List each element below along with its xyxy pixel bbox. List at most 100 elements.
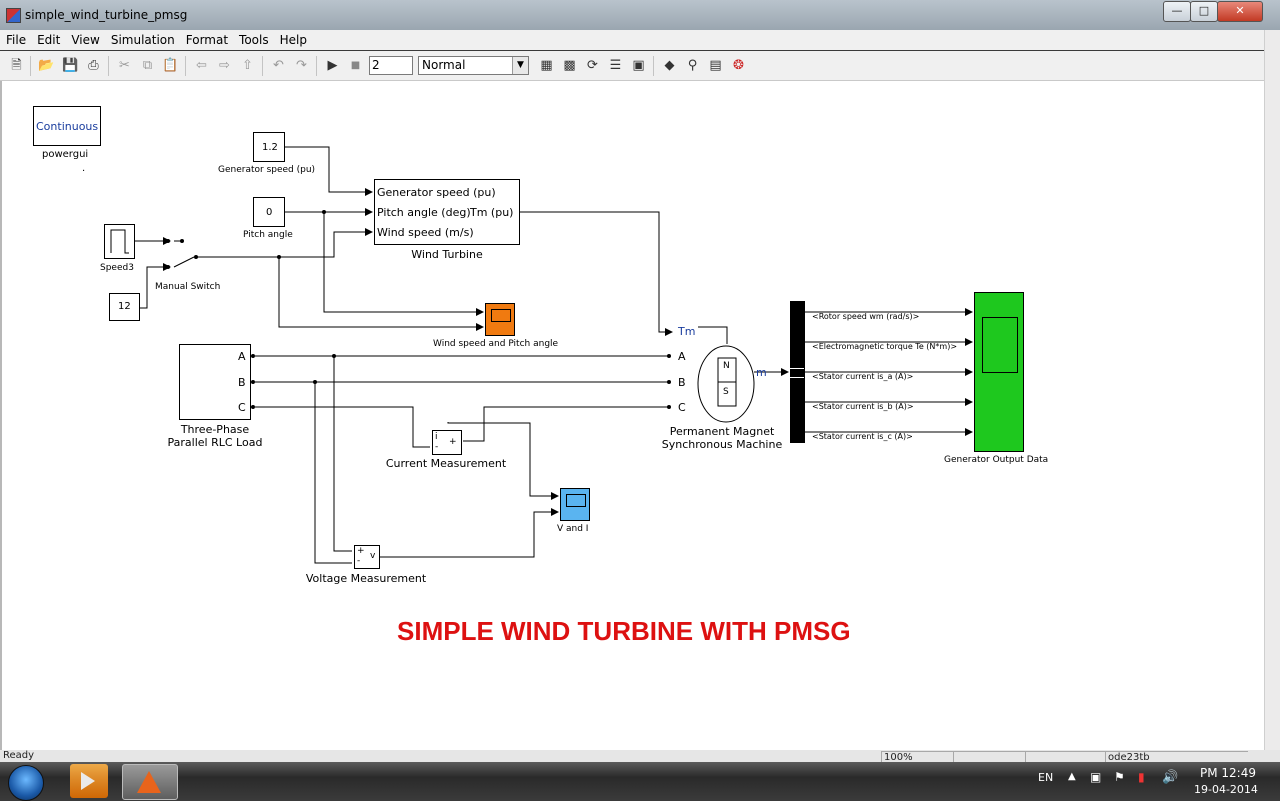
- powergui-label: powergui: [42, 149, 89, 160]
- stop-simulation-icon[interactable]: ■: [350, 60, 361, 71]
- build-icon[interactable]: ▦: [540, 58, 553, 73]
- vertical-scrollbar[interactable]: [1264, 30, 1280, 750]
- model-heading: SIMPLE WIND TURBINE WITH PMSG: [397, 616, 851, 646]
- status-cell-empty-2: [1025, 751, 1106, 762]
- action-center-flag-icon[interactable]: ⚑: [1114, 770, 1125, 784]
- rlc-load-block[interactable]: A B C: [179, 344, 251, 420]
- constant-12-block[interactable]: 12: [109, 293, 140, 321]
- undo-icon[interactable]: ↶: [273, 58, 284, 73]
- wind-turbine-input-pitch: Pitch angle (deg): [377, 206, 471, 219]
- language-indicator[interactable]: EN: [1038, 771, 1054, 784]
- vi-scope-label: V and I: [557, 524, 589, 534]
- redo-icon[interactable]: ↷: [296, 58, 307, 73]
- matlab-taskbar-button[interactable]: [122, 764, 178, 800]
- open-icon[interactable]: 📂: [38, 58, 55, 73]
- solver-name: ode23tb: [1105, 751, 1248, 762]
- pitch-angle-label: Pitch angle: [243, 230, 293, 240]
- current-meas-port-plus: +: [449, 437, 457, 447]
- menu-edit[interactable]: Edit: [37, 33, 61, 47]
- menu-tools[interactable]: Tools: [239, 33, 269, 47]
- paste-icon[interactable]: 📋: [162, 58, 179, 73]
- volume-icon[interactable]: 🔊: [1162, 770, 1179, 785]
- tray-device-icon[interactable]: ▣: [1090, 770, 1102, 784]
- menu-format[interactable]: Format: [185, 33, 229, 47]
- model-canvas[interactable]: Continuous powergui . 1.2 Generator spee…: [0, 81, 1266, 750]
- menu-simulation[interactable]: Simulation: [110, 33, 175, 47]
- status-cell-empty-1: [953, 751, 1026, 762]
- menu-view[interactable]: View: [71, 33, 100, 47]
- vi-scope-block[interactable]: [560, 488, 590, 521]
- new-model-icon[interactable]: 🗎: [11, 58, 22, 73]
- advisor-icon[interactable]: ❂: [733, 58, 744, 73]
- clock-date[interactable]: 19-04-2014: [1194, 783, 1258, 796]
- bus-signal-torque: <Electromagnetic torque Te (N*m)>: [812, 342, 958, 351]
- voltage-measurement-block[interactable]: + - v: [354, 545, 380, 569]
- wind-scope-block[interactable]: [485, 303, 515, 336]
- refresh-icon[interactable]: ⟳: [587, 58, 598, 73]
- close-button[interactable]: ✕: [1217, 1, 1263, 22]
- up-icon[interactable]: ⇧: [242, 58, 253, 73]
- taskbar: [0, 762, 1280, 800]
- update-diagram-icon[interactable]: ▩: [563, 58, 576, 73]
- stop-time-input[interactable]: 2: [369, 56, 413, 75]
- hide-icon[interactable]: ▣: [632, 58, 645, 73]
- windows-start-icon[interactable]: [8, 765, 44, 801]
- voltage-measurement-label: Voltage Measurement: [305, 572, 427, 585]
- debug-icon[interactable]: ⚲: [687, 58, 698, 73]
- current-meas-port-minus: -: [435, 442, 439, 452]
- bus-selector-block[interactable]: [790, 301, 805, 443]
- powergui-dot: .: [82, 163, 86, 174]
- menu-help[interactable]: Help: [279, 33, 307, 47]
- model-explorer-icon[interactable]: ◆: [664, 58, 675, 73]
- pmsg-port-c: C: [678, 401, 686, 414]
- wind-turbine-output-tm: Tm (pu): [470, 206, 514, 219]
- network-icon[interactable]: ▮: [1138, 770, 1145, 784]
- generator-output-label: Generator Output Data: [944, 455, 1049, 465]
- rlc-load-label-1: Three-Phase: [180, 423, 250, 436]
- window-title-bar: simple_wind_turbine_pmsg — □ ✕: [0, 0, 1280, 30]
- current-measurement-label: Current Measurement: [385, 457, 507, 470]
- print-icon[interactable]: ⎙: [88, 58, 99, 73]
- generator-output-scope-block[interactable]: [974, 292, 1024, 452]
- pitch-angle-constant[interactable]: 0: [253, 197, 285, 227]
- back-icon[interactable]: ⇦: [196, 58, 207, 73]
- pmsg-block[interactable]: [698, 346, 754, 422]
- pmsg-pole-n: N: [723, 361, 730, 371]
- properties-icon[interactable]: ▤: [709, 58, 722, 73]
- wind-turbine-block[interactable]: Generator speed (pu) Pitch angle (deg) T…: [374, 179, 520, 245]
- maximize-button[interactable]: □: [1190, 1, 1218, 22]
- forward-icon[interactable]: ⇨: [219, 58, 230, 73]
- cut-icon[interactable]: ✂: [119, 58, 130, 73]
- voltage-meas-port-minus: -: [357, 556, 361, 566]
- speed3-step-block[interactable]: [104, 224, 135, 259]
- current-measurement-block[interactable]: i - +: [432, 430, 462, 455]
- menu-bar: File Edit View Simulation Format Tools Help: [0, 30, 1264, 50]
- generator-speed-value: 1.2: [262, 142, 278, 153]
- rlc-port-c: C: [238, 401, 246, 414]
- simulation-mode-select[interactable]: Normal ▼: [418, 56, 529, 75]
- copy-icon[interactable]: ⧉: [142, 58, 153, 73]
- window-title: simple_wind_turbine_pmsg: [25, 8, 188, 22]
- wind-scope-label: Wind speed and Pitch angle: [433, 339, 559, 349]
- generator-speed-constant[interactable]: 1.2: [253, 132, 285, 162]
- start-simulation-icon[interactable]: ▶: [327, 58, 338, 73]
- minimize-button[interactable]: —: [1163, 1, 1191, 22]
- simulation-mode-value: Normal: [422, 58, 466, 72]
- powergui-mode: Continuous: [36, 120, 99, 133]
- chevron-down-icon[interactable]: ▼: [512, 57, 528, 74]
- library-icon[interactable]: ☰: [609, 58, 622, 73]
- bus-signal-current-a: <Stator current is_a (A)>: [812, 372, 914, 381]
- rlc-port-b: B: [238, 376, 246, 389]
- powergui-block[interactable]: Continuous: [33, 106, 101, 146]
- tray-expand-icon[interactable]: ▲: [1068, 771, 1076, 782]
- bus-selector-input-mark: [790, 368, 804, 378]
- zoom-level: 100%: [881, 751, 954, 762]
- status-text: Ready: [3, 750, 35, 761]
- media-player-taskbar-icon[interactable]: [70, 764, 108, 798]
- status-bar: Ready 100% ode23tb: [0, 750, 1280, 762]
- menu-file[interactable]: File: [6, 33, 27, 47]
- wind-turbine-input-wind-speed: Wind speed (m/s): [377, 226, 474, 239]
- save-icon[interactable]: 💾: [62, 58, 79, 73]
- clock-time[interactable]: PM 12:49: [1200, 766, 1256, 780]
- pmsg-port-tm: Tm: [678, 325, 696, 338]
